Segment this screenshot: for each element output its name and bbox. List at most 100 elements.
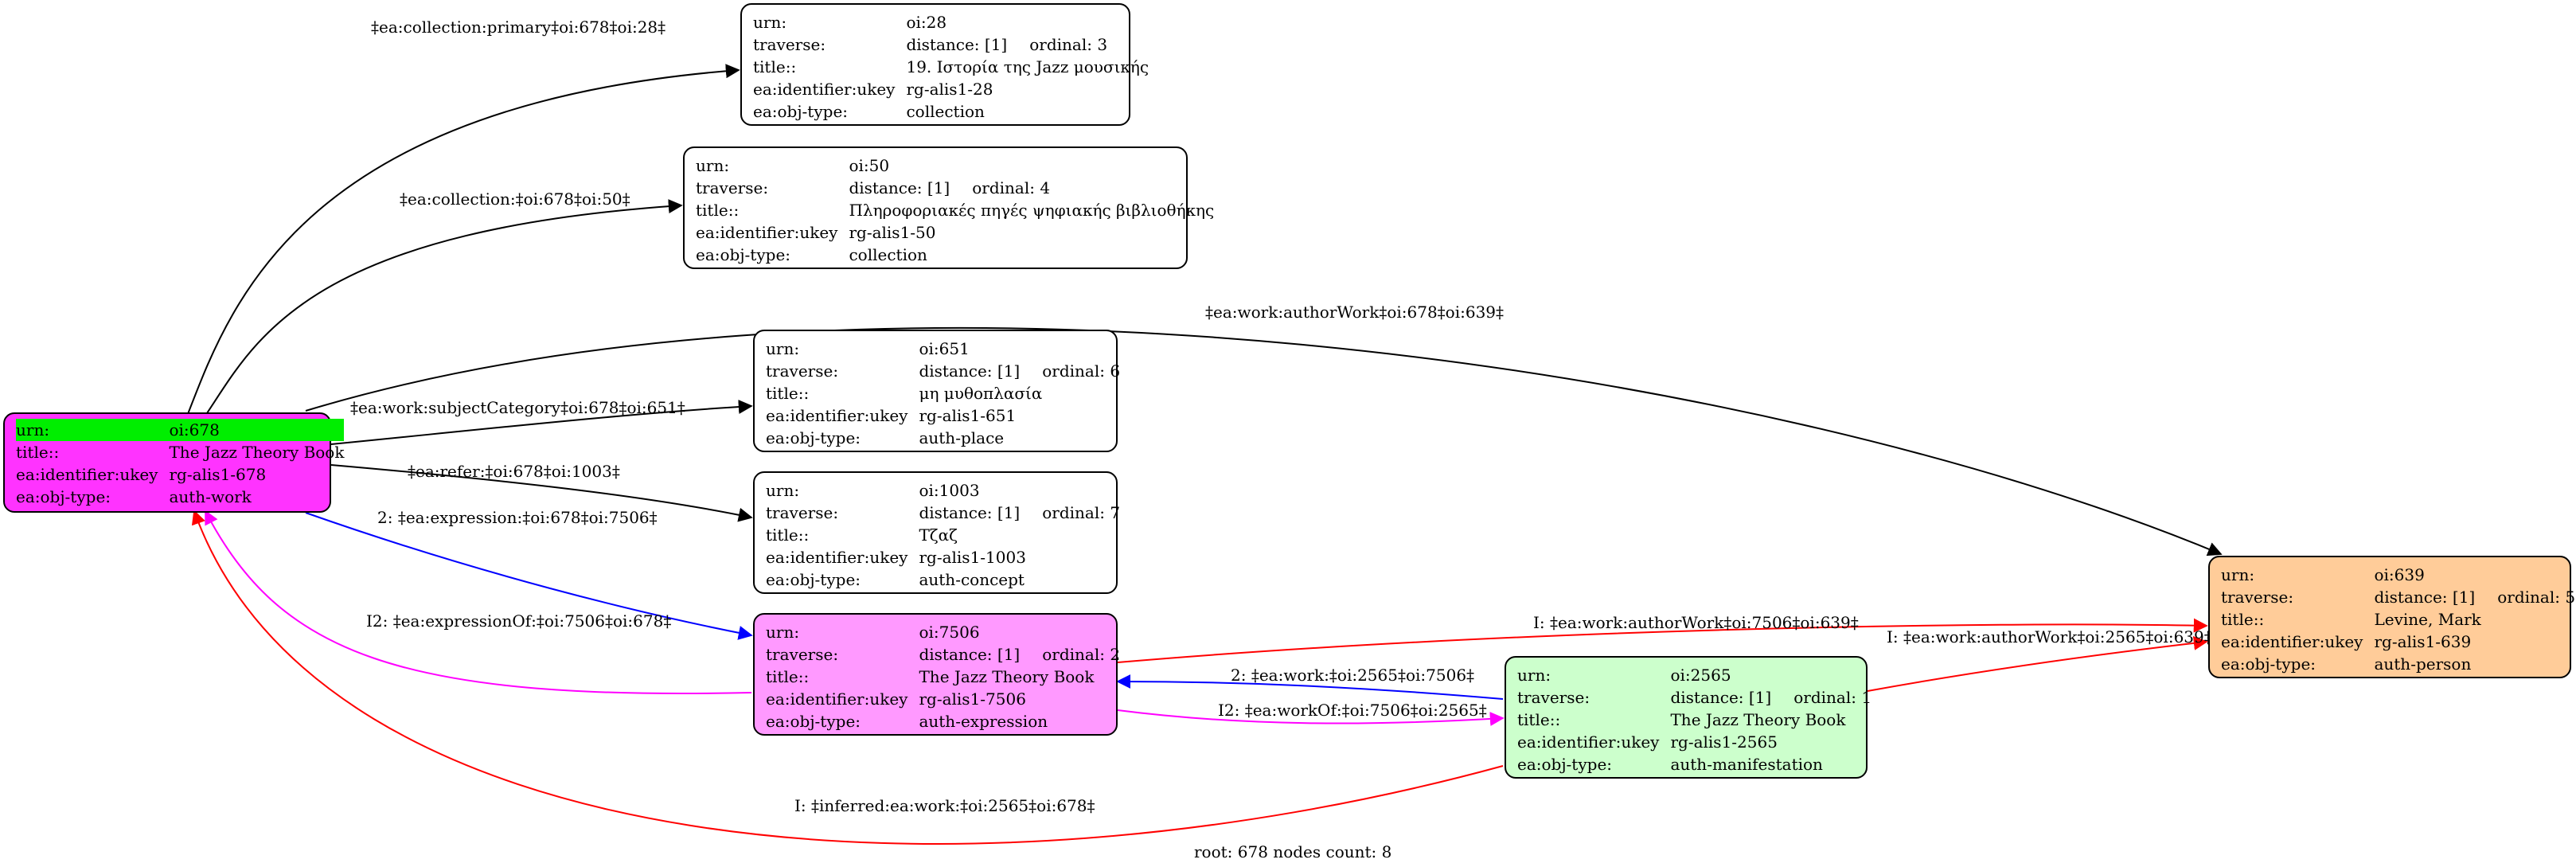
edge-label-7506-678: I2: ‡ea:expressionOf:‡oi:7506‡oi:678‡ (366, 611, 672, 631)
ukey-key: ea:identifier:ukey (2221, 632, 2363, 651)
edge-2565-678 (191, 510, 1504, 845)
objtype-value: auth-place (919, 428, 1005, 447)
edge-7506-678 (205, 510, 752, 695)
urn-value: oi:1003 (919, 481, 980, 500)
objtype-value: auth-work (169, 487, 252, 506)
edge-label-2565-678: I: ‡inferred:ea:work:‡oi:2565‡oi:678‡ (794, 796, 1095, 815)
urn-key: urn: (753, 13, 787, 32)
traverse-key: traverse: (696, 178, 769, 197)
node-639[interactable]: urn:oi:639 traverse:distance: [1]ordinal… (2208, 556, 2575, 678)
node-50[interactable]: urn: oi:50 traverse: distance: [1] ordinal:… (683, 146, 1214, 269)
edge-678-639 (305, 326, 2223, 557)
objtype-value: auth-person (2374, 654, 2472, 674)
objtype-key: ea:obj-type: (696, 245, 791, 264)
ukey-value: rg-alis1-50 (849, 223, 936, 242)
edge-label-2565-639: I: ‡ea:work:authorWork‡oi:2565‡oi:639‡ (1887, 627, 2212, 646)
title-key: title:: (766, 667, 810, 686)
traverse-value: distance: [1] (919, 645, 1021, 664)
ordinal-value: ordinal: 5 (2497, 588, 2576, 607)
traverse-value: distance: [1] (919, 503, 1021, 522)
ukey-key: ea:identifier:ukey (16, 465, 158, 484)
node-7506[interactable]: urn:oi:7506 traverse:distance: [1]ordina… (753, 613, 1121, 736)
traverse-key: traverse: (766, 503, 839, 522)
urn-value: oi:651 (919, 339, 970, 358)
objtype-value: collection (906, 102, 985, 121)
ukey-value: rg-alis1-2565 (1670, 732, 1778, 752)
ukey-value: rg-alis1-7506 (919, 689, 1026, 709)
node-28[interactable]: urn:oi:28 traverse:distance: [1]ordinal:… (740, 3, 1149, 126)
urn-value: oi:50 (849, 156, 890, 175)
edge-label-678-7506: 2: ‡ea:expression:‡oi:678‡oi:7506‡ (377, 508, 658, 527)
objtype-value: auth-manifestation (1670, 755, 1823, 774)
ordinal-value: ordinal: 3 (1029, 35, 1108, 54)
edge-678-1003 (330, 464, 753, 522)
title-key: title:: (16, 443, 60, 462)
title-value: The Jazz Theory Book (1670, 710, 1846, 729)
ordinal-value: ordinal: 2 (1042, 645, 1121, 664)
urn-value: oi:2565 (1670, 666, 1731, 685)
ukey-key: ea:identifier:ukey (696, 223, 838, 242)
ukey-value: rg-alis1-639 (2374, 632, 2472, 651)
ukey-value: rg-alis1-28 (906, 80, 993, 99)
ordinal-value: ordinal: 6 (1042, 361, 1121, 381)
title-key: title:: (766, 384, 810, 403)
urn-value: oi:7506 (919, 623, 980, 642)
urn-key: urn: (766, 623, 800, 642)
objtype-value: auth-expression (919, 712, 1048, 731)
edge-label-678-1003: ‡ea:refer:‡oi:678‡oi:1003‡ (408, 462, 620, 481)
objtype-key: ea:obj-type: (753, 102, 849, 121)
node-678[interactable]: urn:oi:678 title::The Jazz Theory Book e… (3, 412, 345, 513)
urn-key: urn: (1517, 666, 1551, 685)
node-2565[interactable]: urn:oi:2565 traverse:distance: [1]ordina… (1505, 656, 1872, 779)
traverse-key: traverse: (753, 35, 826, 54)
ordinal-value: ordinal: 1 (1793, 688, 1872, 707)
urn-key: urn: (696, 156, 730, 175)
edge-678-651 (330, 400, 753, 445)
objtype-key: ea:obj-type: (2221, 654, 2316, 674)
objtype-value: collection (849, 245, 927, 264)
ordinal-value: ordinal: 4 (972, 178, 1051, 197)
urn-value: oi:678 (169, 419, 345, 441)
edge-label-678-28: ‡ea:collection:primary‡oi:678‡oi:28‡ (371, 18, 666, 37)
title-value: Πληροφοριακές πηγές ψηφιακής βιβλιοθήκης (849, 201, 1215, 220)
objtype-key: ea:obj-type: (766, 570, 861, 589)
ukey-key: ea:identifier:ukey (766, 548, 908, 567)
node-1003[interactable]: urn: oi:1003 traverse: distance: [1] ordina… (753, 471, 1121, 594)
urn-key: urn: (766, 481, 800, 500)
traverse-value: distance: [1] (849, 178, 950, 197)
edge-label-678-639: ‡ea:work:authorWork‡oi:678‡oi:639‡ (1205, 303, 1505, 322)
ordinal-value: ordinal: 7 (1042, 503, 1121, 522)
ukey-value: rg-alis1-678 (169, 465, 267, 484)
title-value: 19. Ιστορία της Jazz μουσικής (906, 57, 1149, 76)
title-key: title:: (1517, 710, 1561, 729)
urn-key: urn: (766, 339, 800, 358)
title-value: Τζαζ (919, 525, 958, 545)
graph-footer: root: 678 nodes count: 8 (1194, 842, 1392, 861)
edge-678-28 (187, 64, 740, 415)
node-651[interactable]: urn:oi:651 traverse:distance: [1]ordinal… (753, 330, 1121, 452)
objtype-value: auth-concept (919, 570, 1025, 589)
edge-678-50 (205, 199, 683, 416)
ukey-value: rg-alis1-1003 (919, 548, 1026, 567)
traverse-value: distance: [1] (1670, 688, 1772, 707)
edge-label-7506-2565: I2: ‡ea:workOf:‡oi:7506‡oi:2565‡ (1218, 701, 1487, 720)
traverse-value: distance: [1] (919, 361, 1021, 381)
objtype-key: ea:obj-type: (16, 487, 111, 506)
title-value: The Jazz Theory Book (919, 667, 1095, 686)
edge-7506-639 (1117, 618, 2208, 663)
title-value: Levine, Mark (2374, 610, 2481, 629)
edge-2565-639 (1867, 635, 2208, 692)
ukey-key: ea:identifier:ukey (1517, 732, 1660, 752)
objtype-key: ea:obj-type: (1517, 755, 1613, 774)
urn-key: urn: (16, 419, 170, 441)
edge-678-7506 (305, 512, 753, 640)
urn-value: oi:28 (906, 13, 947, 32)
traverse-key: traverse: (2221, 588, 2294, 607)
title-value: μη μυθοπλασία (919, 384, 1043, 403)
edge-label-678-651: ‡ea:work:subjectCategory‡oi:678‡oi:651‡ (350, 398, 685, 417)
title-key: title:: (2221, 610, 2265, 629)
title-key: title:: (753, 57, 797, 76)
title-key: title:: (766, 525, 810, 545)
ukey-value: rg-alis1-651 (919, 406, 1017, 425)
